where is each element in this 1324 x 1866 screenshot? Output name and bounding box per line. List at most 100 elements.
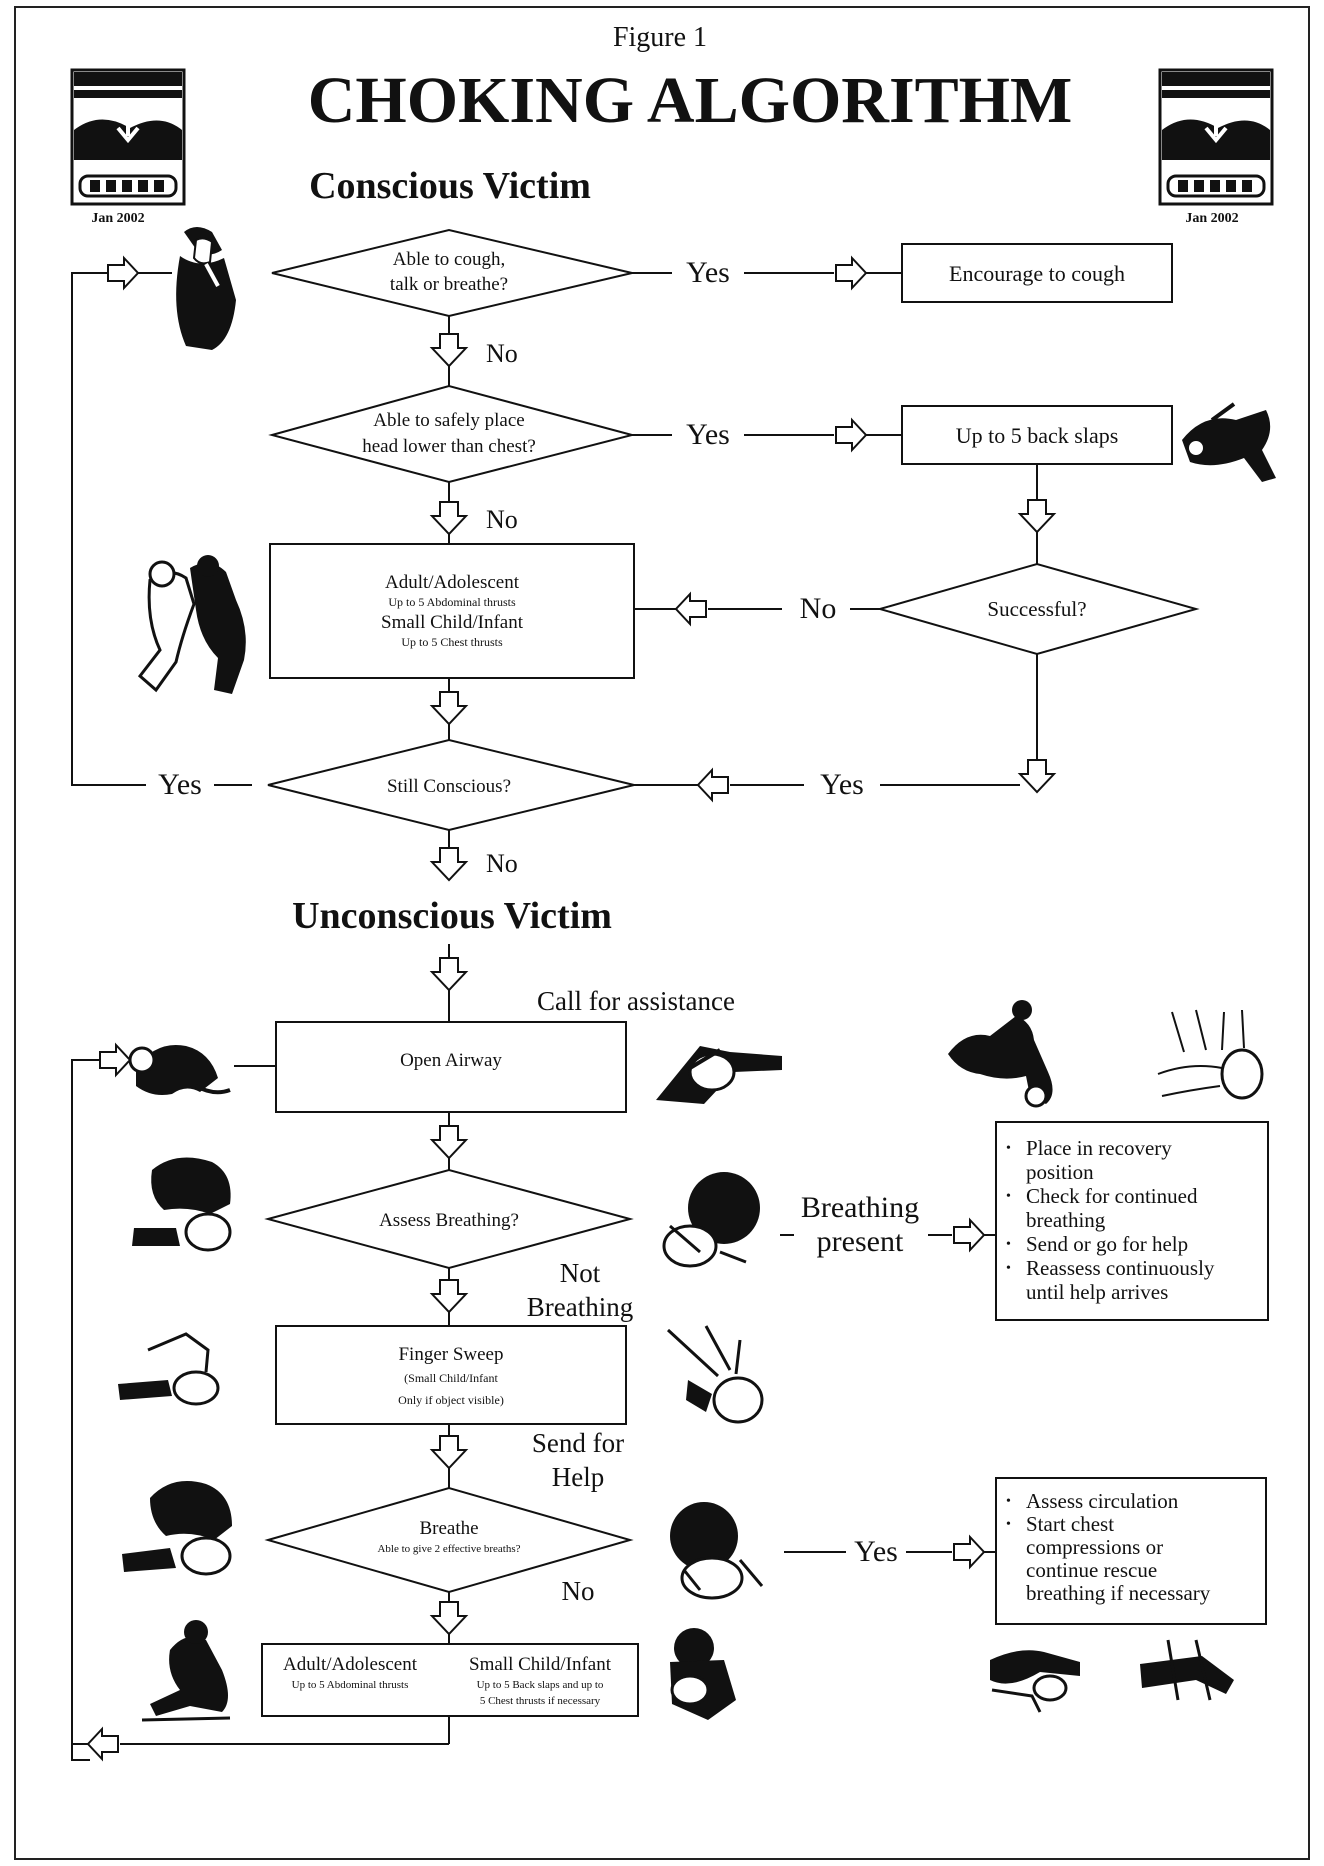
finger-sweep-right-icon [666,1325,764,1424]
arrow-right-icon [835,255,868,291]
final-child-title: Small Child/Infant [469,1654,612,1675]
arrow-down-icon [429,1279,469,1314]
abdominal-thrust-icon [137,555,246,694]
send-help-line2: Help [552,1462,604,1492]
arrow-right-icon [99,1042,132,1078]
label-no-1: No [486,339,518,368]
decision-assess-breathing [264,1168,634,1270]
decision-breathe-title: Breathe [419,1518,478,1539]
decision-successful-label: Successful? [987,597,1086,621]
figure-frame [14,6,1310,1860]
decision-cough [271,228,633,318]
arrow-left-icon [696,767,729,803]
label-no-breathe: No [562,1576,595,1606]
recovery-item-3-line1: Send or go for help [1026,1232,1188,1256]
page-title: CHOKING ALGORITHM [308,64,1073,137]
finger-sweep-left-icon [118,1332,220,1406]
rescue-breath-right-icon [670,1502,764,1600]
arrow-down-icon [429,1601,469,1636]
head-tilt-icon [656,1046,782,1104]
decision-head-lower-line1: Able to safely place [373,410,524,431]
circulation-item-2-line1: Start chest [1026,1512,1114,1536]
decision-breathe-detail: Able to give 2 effective breaths? [377,1543,520,1555]
recovery-item-2-line1: Check for continued [1026,1184,1198,1208]
arrow-down-icon [429,691,469,726]
svg-text:•: • [1006,1261,1011,1276]
arrow-down-icon [429,847,469,882]
final-child-detail-1: Up to 5 Back slaps and up to [477,1679,604,1691]
logo-left: Jan 2002 [70,68,186,226]
decision-still-conscious [267,738,635,832]
svg-text:•: • [1006,1237,1011,1252]
action-back-slaps-label: Up to 5 back slaps [956,423,1119,448]
arrow-right-icon [835,417,868,453]
recovery-item-4-line2: until help arrives [1026,1280,1168,1304]
thrusts-adult-title: Adult/Adolescent [385,572,520,593]
arrow-down-icon [429,333,469,368]
person-choking-icon [176,227,236,350]
finger-sweep-line1: (Small Child/Infant [404,1371,498,1385]
decision-successful [876,562,1200,656]
logo-right-date: Jan 2002 [1185,211,1238,226]
label-no-successful: No [800,592,837,625]
action-encourage-cough-label: Encourage to cough [949,261,1125,286]
label-yes-breathe: Yes [854,1535,898,1568]
label-yes-successful: Yes [820,768,864,801]
decision-breathe [264,1486,634,1594]
call-assistance-label: Call for assistance [537,986,735,1016]
svg-text:•: • [1006,1141,1011,1156]
breathing-present-line1: Breathing [801,1191,919,1224]
arrow-left-icon [674,591,707,627]
final-child-detail-2: 5 Chest thrusts if necessary [480,1695,601,1707]
circulation-item-2-line4: breathing if necessary [1026,1581,1211,1605]
decision-head-lower [268,384,636,484]
circulation-item-2-line3: continue rescue [1026,1558,1157,1582]
breathing-present-line2: present [817,1225,904,1258]
svg-text:•: • [1006,1517,1011,1532]
action-thrusts [269,543,635,679]
action-encourage-cough [901,243,1173,303]
thrusts-child-detail: Up to 5 Chest thrusts [401,635,503,649]
logo-left-date: Jan 2002 [91,211,144,226]
rescue-breath-left-icon [122,1481,232,1576]
thrusts-child-title: Small Child/Infant [381,612,524,633]
decision-head-lower-line2: head lower than chest? [362,436,536,457]
decision-assess-breathing-label: Assess Breathing? [379,1210,519,1231]
finger-sweep-line2: Only if object visible) [398,1393,504,1407]
label-no-2: No [486,505,518,534]
arrow-down-icon [429,1435,469,1470]
arrow-down-icon [1017,499,1057,534]
recovery-item-1-line2: position [1026,1160,1094,1184]
decision-cough-line1: Able to cough, [393,249,505,270]
arrow-down-icon [429,501,469,536]
recovery-item-1-line1: Place in recovery [1026,1136,1172,1160]
arrow-down-icon [429,957,469,992]
recovery-instructions [995,1121,1269,1321]
look-listen-feel-icon [662,1172,760,1268]
arrow-left-icon [86,1726,119,1762]
back-slap-icon [1182,402,1276,482]
svg-text:•: • [1006,1189,1011,1204]
send-help-line1: Send for [532,1428,624,1458]
arrow-right-icon [953,1534,986,1570]
abdominal-thrust-floor-icon [141,1620,231,1722]
label-yes-cough: Yes [686,256,730,289]
label-yes-head: Yes [686,418,730,451]
recovery-item-2-line2: breathing [1026,1208,1106,1232]
recovery-list: • Place in recovery position • Check for… [1006,1136,1215,1304]
finger-sweep-title: Finger Sweep [398,1344,503,1365]
not-breathing-line1: Not [560,1258,601,1288]
not-breathing-line2: Breathing [527,1292,633,1322]
arrow-right-icon [953,1217,986,1253]
rescuer-kneeling-icon [128,1044,231,1095]
decision-still-conscious-label: Still Conscious? [387,776,511,797]
action-open-airway-label: Open Airway [400,1050,502,1071]
recovery-position-icon [948,1000,1053,1108]
final-adult-detail: Up to 5 Abdominal thrusts [292,1679,409,1691]
logo-right: Jan 2002 [1158,68,1274,226]
action-open-airway [275,1021,627,1113]
circulation-item-2-line2: compressions or [1026,1535,1163,1559]
label-yes-still-conscious-text: Yes [158,768,202,801]
recovery-item-4-line1: Reassess continuously [1026,1256,1215,1280]
